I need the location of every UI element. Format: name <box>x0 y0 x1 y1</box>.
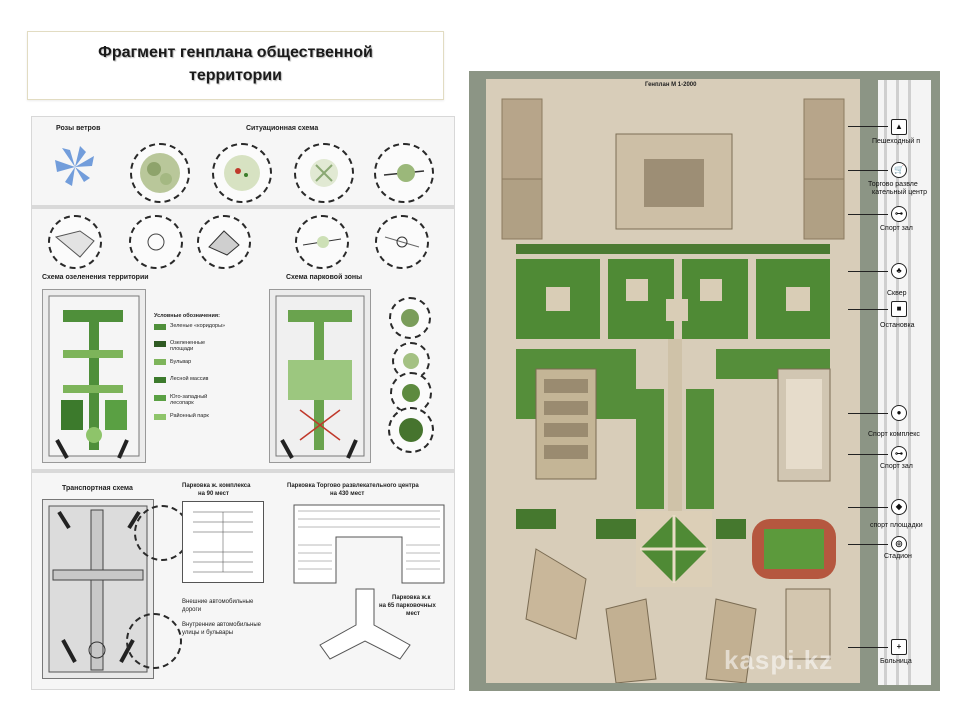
legend-swatch <box>154 324 166 330</box>
title-line-1: Фрагмент генплана общественной <box>98 44 373 61</box>
connector-line <box>848 413 888 414</box>
transport-detail-circle-2 <box>126 613 182 669</box>
legend-swatch <box>154 414 166 420</box>
roads-ext-label-2: дороги <box>182 607 202 613</box>
detail-circle-1 <box>389 297 431 339</box>
parking2-label-1: Парковка Торгово развлекательного центра <box>287 483 419 489</box>
connector-line <box>848 271 888 272</box>
scheme-circle-2 <box>129 215 183 269</box>
transport-label: Транспортная схема <box>62 485 133 492</box>
parking3-label-3: мест <box>406 611 420 617</box>
bus-icon: ■ <box>891 301 907 317</box>
scheme-circle-3 <box>197 215 251 269</box>
wind-rose-label: Розы ветров <box>56 125 101 132</box>
watermark: kaspi.kz <box>724 645 834 675</box>
park-zone-plan <box>269 289 371 463</box>
general-plan-title: Генплан М 1-2000 <box>645 82 697 88</box>
roads-ext-label-1: Внешние автомобильные <box>182 599 254 605</box>
situation-label: Ситуационная схема <box>246 125 319 132</box>
icon-label: Больница <box>880 658 912 665</box>
greening-plan <box>42 289 146 463</box>
greening-label: Схема озеленения территории <box>42 274 149 281</box>
legend-item: Зеленые «коридоры» <box>170 323 226 329</box>
legend-swatch <box>154 377 166 383</box>
legend-swatch <box>154 341 166 347</box>
roads-int-label-2: улицы и бульвары <box>182 630 234 636</box>
icon-label: Стадион <box>884 553 912 560</box>
cart-icon: 🛒 <box>891 162 907 178</box>
scheme-circle-1 <box>48 215 102 269</box>
detail-circle-4 <box>388 407 434 453</box>
stripe <box>896 80 899 685</box>
parking1-label-1: Парковка ж. комплекса <box>182 483 251 489</box>
divider <box>32 469 454 473</box>
scheme-circle-5 <box>375 215 429 269</box>
pedestrian-icon: ▲ <box>891 119 907 135</box>
legend-item: Лесной массив <box>170 376 209 382</box>
icon-label: кательный центр <box>872 189 928 196</box>
situation-circle-2 <box>212 143 272 203</box>
connector-line <box>848 170 888 171</box>
title-line-2: территории <box>189 67 282 84</box>
situation-circle-3 <box>294 143 354 203</box>
icon-label: Остановка <box>880 322 915 329</box>
dumbbell-icon: ⊶ <box>891 446 907 462</box>
legend-item: Озелененные площади <box>170 340 206 352</box>
icon-label: Торгово развле <box>868 181 918 188</box>
parking3-label-2: на 65 парковочных <box>379 603 436 609</box>
legend-column <box>878 80 931 685</box>
icon-label: Спорт комплекс <box>868 431 920 438</box>
connector-line <box>848 126 888 127</box>
general-plan-frame: kaspi.kz Генплан М 1-2000 <box>469 71 940 691</box>
situation-circle-1 <box>130 143 190 203</box>
connector-line <box>848 507 888 508</box>
icon-label: Пешеходный п <box>872 138 921 145</box>
general-plan-map: kaspi.kz <box>486 79 860 684</box>
legend-item: Бульвар <box>170 359 192 365</box>
analysis-panel: Розы ветров Ситуационная схема Схема <box>31 116 455 690</box>
parking2-plan <box>290 501 448 587</box>
stripe <box>884 80 887 685</box>
icon-label: Спорт зал <box>880 463 913 470</box>
swimmer-icon: ● <box>891 405 907 421</box>
roads-int-label-1: Внутренние автомобильные <box>182 622 261 628</box>
connector-line <box>848 454 888 455</box>
parking1-label-2: на 90 мест <box>198 491 229 497</box>
connector-line <box>848 214 888 215</box>
parking2-label-2: на 430 мест <box>330 491 365 497</box>
stadium-icon: ◎ <box>891 536 907 552</box>
legend-swatch <box>154 359 166 365</box>
hospital-icon: + <box>891 639 907 655</box>
title-box: Фрагмент генплана общественной территори… <box>27 31 444 100</box>
legend-title: Условные обозначения: <box>154 313 220 319</box>
legend-swatch <box>154 395 166 401</box>
connector-line <box>848 544 888 545</box>
parking1-plan <box>182 501 264 583</box>
legend-item: Районный парк <box>170 413 209 419</box>
icon-label: Сквер <box>887 290 907 297</box>
wind-rose-diagram <box>50 142 100 192</box>
playground-icon: ◆ <box>891 499 907 515</box>
situation-circle-4 <box>374 143 434 203</box>
divider <box>32 205 454 209</box>
parking3-label-1: Парковка ж.к <box>392 595 431 601</box>
stripe <box>908 80 911 685</box>
icon-label: спорт площадки <box>870 522 923 529</box>
dumbbell-icon: ⊶ <box>891 206 907 222</box>
tree-icon: ♣ <box>891 263 907 279</box>
parking3-plan <box>310 585 420 665</box>
legend-item: Юго-западный лесопарк <box>170 394 208 406</box>
scheme-circle-4 <box>295 215 349 269</box>
connector-line <box>848 309 888 310</box>
connector-line <box>848 647 888 648</box>
park-zone-label: Схема парковой зоны <box>286 274 363 281</box>
icon-label: Спорт зал <box>880 225 913 232</box>
